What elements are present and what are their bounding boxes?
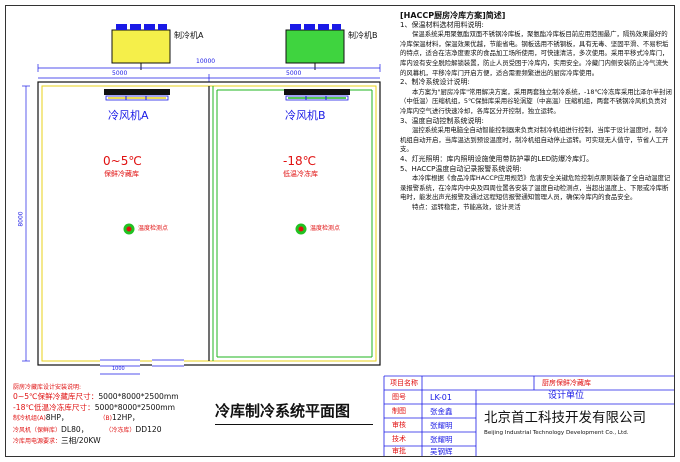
unit-a-label: 制冷机A	[174, 31, 204, 40]
room-a-temperature: 0~5℃	[103, 154, 142, 168]
room-a-name: 保鲜冷藏库	[104, 170, 139, 178]
tb-company-en: Beijing Industrial Technology Developmen…	[484, 430, 629, 436]
unit-b-label: 制冷机B	[348, 31, 378, 40]
condensing-unit-b	[285, 24, 345, 70]
drawing-title-underline	[215, 424, 373, 425]
tb-drawn-label: 制图	[392, 407, 406, 415]
spec-line: 制冷机组(A)8HP，（B)12HP，	[13, 413, 140, 422]
tb-design-unit-label: 设计单位	[548, 391, 585, 401]
door-openings	[100, 358, 184, 375]
dimension-room-b: 5000	[286, 70, 302, 77]
tb-approved-value: 吴钢辉	[430, 447, 453, 456]
condensing-unit-a	[111, 24, 171, 70]
note-body: 温控系统采用电脑全自动智能控制器来负责对制冷机组进行控制，当库于设计温度时，制冷…	[400, 126, 669, 154]
spec-title: 厨房冷藏库设计安装说明:	[13, 384, 82, 391]
note-title: 2、制冷系统设计说明:	[400, 78, 470, 87]
note-body: 保温系统采用聚氨酯双面不锈钢冷库板，聚氨酯冷库板目前应用范围最广，隔热效果最好的…	[400, 30, 669, 77]
notes-heading: [HACCP厨房冷库方案]简述]	[400, 11, 506, 20]
note-title: 5、HACCP温度自动记录报警系统说明:	[400, 164, 522, 173]
spec-line: -18℃低温冷冻库尺寸：5000*8000*2500mm	[13, 402, 176, 412]
note-body: 本方案为"厨房冷库"常用解决方案，采用两套独立制冷系统，-18℃冷冻库采用比泽尔…	[400, 87, 672, 115]
tb-approved-label: 审批	[392, 447, 406, 455]
note-title: 1、保温材料选材用料说明:	[400, 20, 484, 29]
cold-room-walls	[37, 81, 381, 366]
tb-tech-value: 张耀明	[430, 435, 453, 444]
spec-line: 冷库用电源要求：三相/20KW	[13, 436, 101, 445]
drawing-title: 冷库制冷系统平面图	[215, 402, 351, 420]
note-title: 3、温度自动控制系统说明:	[400, 116, 484, 125]
tb-project-value: 厨房保鲜冷藏库	[542, 379, 591, 387]
fan-a-label: 冷风机A	[108, 109, 149, 122]
tb-project-label: 项目名称	[390, 379, 418, 387]
temperature-probe-b	[295, 223, 307, 235]
tb-drawn-value: 张金鑫	[430, 407, 453, 416]
spec-block: 厨房冷藏库设计安装说明: 0~5℃保鲜冷藏库尺寸：5000*8000*2500m…	[13, 383, 213, 448]
tb-company: 北京首工科技开发有限公司	[484, 410, 646, 426]
note-body: 特点：运转稳定，节能高效，设计灵活	[412, 202, 521, 211]
room-b-temperature: -18℃	[283, 154, 317, 168]
title-block-grid	[383, 375, 674, 456]
evaporator-fan-a	[104, 89, 170, 101]
tb-drawing-no-label: 图号	[392, 393, 406, 401]
dimension-room-a: 5000	[112, 70, 128, 77]
evaporator-fan-b	[284, 89, 350, 101]
note-body: 本冷库根据《食品冷库HACCP应用规范》危害安全关键危险控制点原则装备了全自动温…	[400, 174, 671, 202]
temperature-probe-a	[123, 223, 135, 235]
tb-drawing-no-value: LK-01	[430, 393, 452, 402]
dimension-total: 10000	[196, 58, 216, 65]
spec-line: 冷风机（保鲜库）DL80，（冷冻库）DD120	[13, 424, 162, 434]
room-b-name: 低温冷冻库	[283, 170, 318, 178]
top-dimension-lines	[37, 64, 381, 82]
left-dimension-line	[22, 85, 30, 362]
fan-b-label: 冷风机B	[285, 109, 326, 122]
notes-panel: [HACCP厨房冷库方案]简述] 1、保温材料选材用料说明: 保温系统采用聚氨酯…	[400, 11, 672, 212]
spec-line: 0~5℃保鲜冷藏库尺寸：5000*8000*2500mm	[13, 392, 179, 401]
note-title: 4、灯光照明：库内照明设施使用带防护罩的LED防爆冷库灯。	[400, 154, 594, 163]
drawing-frame	[5, 5, 675, 457]
tb-tech-label: 技术	[392, 435, 406, 443]
probe-b-label: 温度检测点	[310, 225, 341, 232]
dimension-door: 1000	[112, 366, 125, 372]
dimension-height: 8000	[17, 211, 25, 227]
tb-checked-label: 审核	[392, 421, 406, 429]
tb-checked-value: 张耀明	[430, 421, 453, 430]
probe-a-label: 温度检测点	[138, 225, 169, 232]
